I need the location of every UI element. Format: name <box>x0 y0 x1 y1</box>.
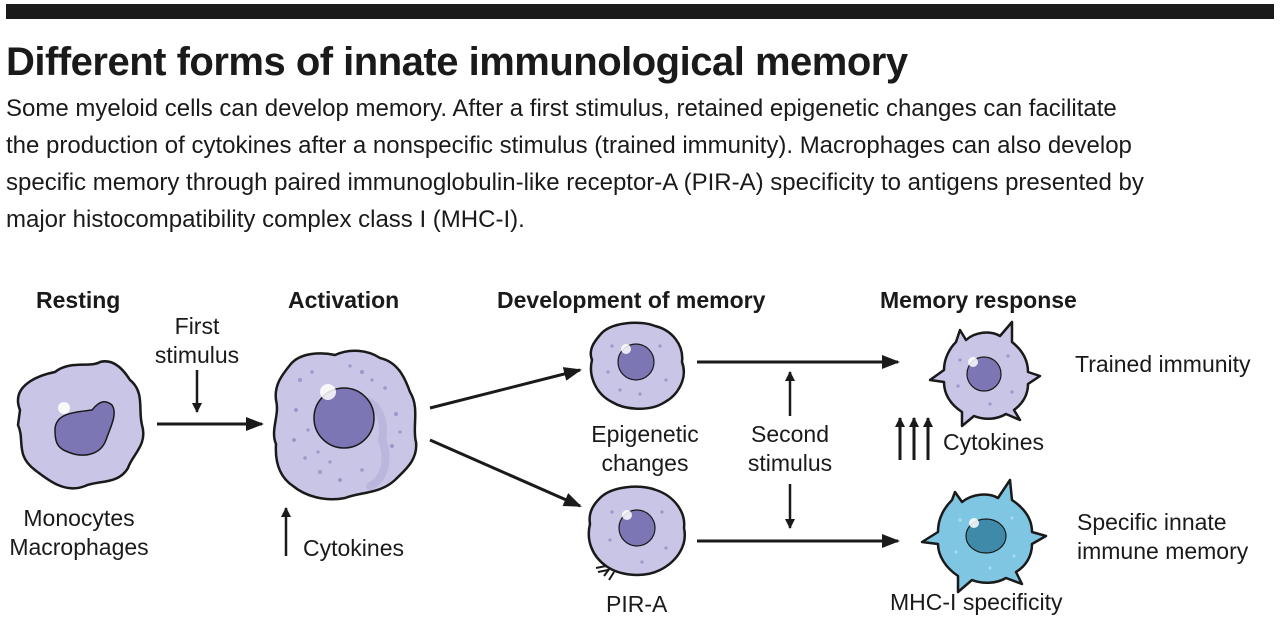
monocytes-macrophages-label: Monocytes Macrophages <box>9 505 149 560</box>
first-stimulus-label: First stimulus <box>154 313 240 368</box>
pira-receptor-icon <box>595 565 615 581</box>
stage-development-heading: Development of memory <box>497 287 766 313</box>
stage-response-heading: Memory response <box>880 287 1077 313</box>
to-pira-arrow <box>429 438 582 508</box>
figure-description: Some myeloid cells can develop memory. A… <box>6 90 1274 238</box>
epigenetic-memory-cell <box>589 321 685 410</box>
activation-cytokines-label: Cytokines <box>303 535 404 561</box>
pira-label: PIR-A <box>606 591 668 617</box>
trained-immunity-cell <box>928 320 1042 428</box>
stage-activation-heading: Activation <box>288 287 400 313</box>
response-cytokines-label: Cytokines <box>943 429 1044 455</box>
description-line: major histocompatibility complex class I… <box>6 206 525 233</box>
mhc-specificity-label: MHC-I specificity <box>890 589 1063 615</box>
description-line: the production of cytokines after a nons… <box>6 132 1132 159</box>
second-stimulus-label: Second stimulus <box>747 421 833 476</box>
triple-cytokine-arrows <box>895 417 933 460</box>
activated-cell <box>272 349 418 501</box>
top-rule <box>6 4 1274 19</box>
description-line: Some myeloid cells can develop memory. A… <box>6 95 1117 122</box>
resting-cell <box>16 360 145 490</box>
specific-memory-cell <box>920 478 1048 594</box>
pira-memory-cell <box>587 485 687 577</box>
specific-memory-label: Specific innate immune memory <box>1077 509 1249 564</box>
to-epigenetic-arrow <box>429 367 582 410</box>
trained-immunity-label: Trained immunity <box>1075 351 1251 377</box>
figure-title: Different forms of innate immunological … <box>6 40 908 84</box>
stage-resting-heading: Resting <box>36 287 121 313</box>
description-line: specific memory through paired immunoglo… <box>6 169 1144 196</box>
epigenetic-changes-label: Epigenetic changes <box>591 421 699 476</box>
